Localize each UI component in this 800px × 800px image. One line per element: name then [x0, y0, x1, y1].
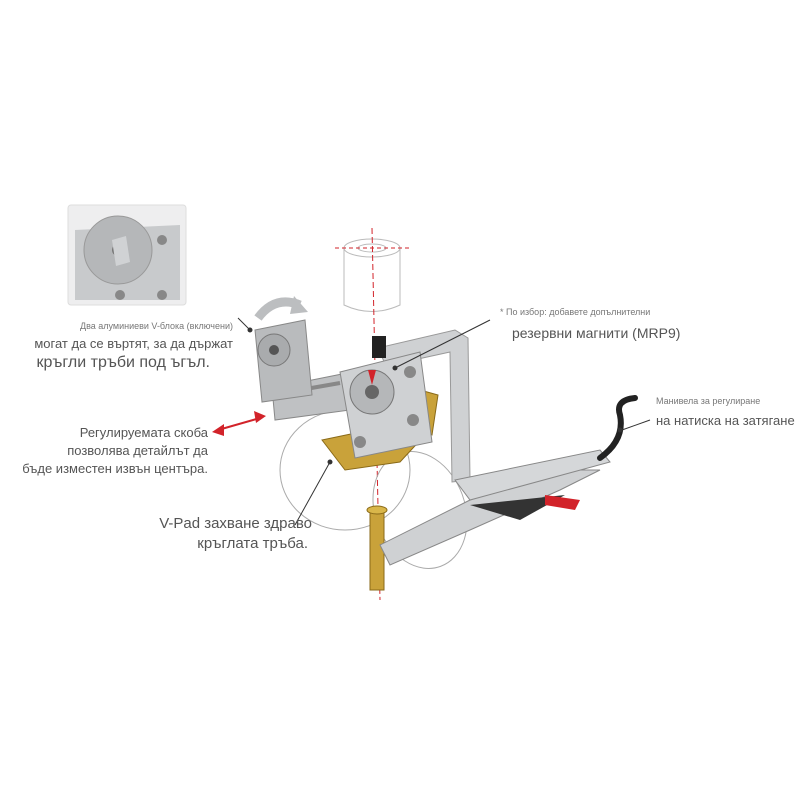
threaded-pin — [369, 509, 385, 591]
magnet-screw — [372, 336, 386, 358]
vpad-label-line2: кръглата тръба. — [197, 535, 308, 552]
bracket-label-line3: бъде изместен извън центъра. — [22, 461, 208, 476]
bracket-label-line1: Регулируемата скоба — [79, 425, 208, 440]
leader-lines — [237, 317, 651, 526]
vblock-label-line1: Два алуминиеви V-блока (включени) — [79, 321, 233, 331]
handle-label-line2: на натиска на затягане — [656, 413, 795, 428]
handle-label-line1: Манивела за регулиране — [656, 396, 761, 406]
v-block-detail-inset — [67, 204, 187, 306]
bracket-label-line2: позволява детайлът да — [67, 443, 208, 458]
vblock-label-line3: кръгли тръби под ъгъл. — [36, 354, 210, 371]
offset-arrow-icon — [212, 411, 266, 436]
magnets-label-line2: резервни магнити (MRP9) — [512, 325, 681, 341]
adjustment-handle — [597, 395, 638, 461]
release-lever — [545, 495, 580, 510]
vpad-label-line1: V-Pad захване здраво — [159, 515, 312, 532]
magnets-label-line1: * По избор: добавете допълнителни — [500, 307, 651, 317]
vblock-label-line2: могат да се въртят, за да държат — [34, 336, 233, 351]
